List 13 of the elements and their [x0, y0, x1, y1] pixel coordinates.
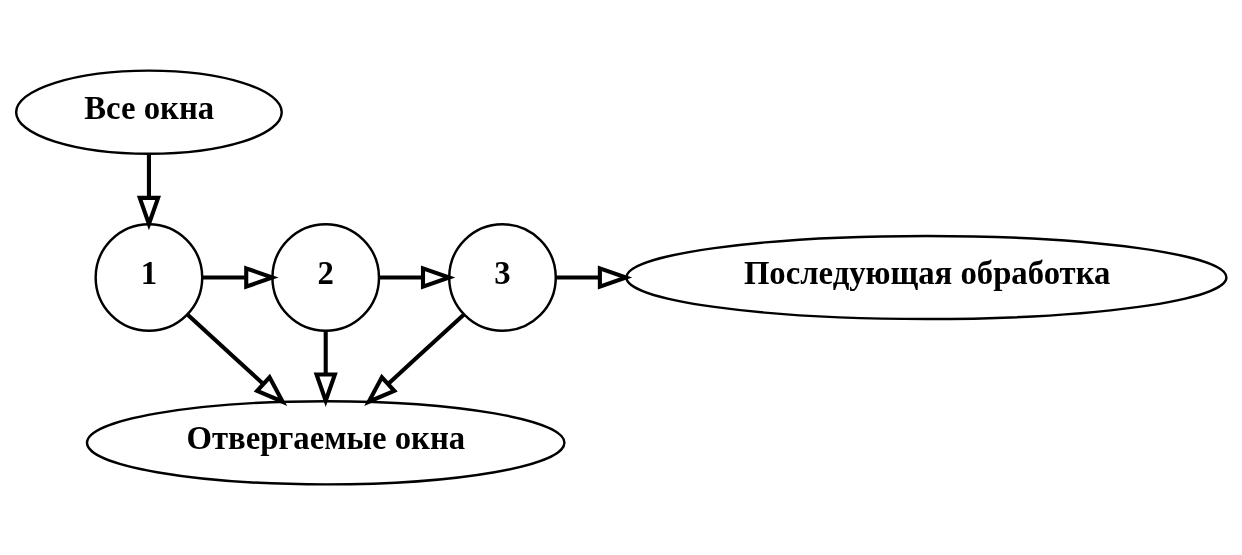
arrow: [186, 313, 288, 406]
arrow: [313, 330, 338, 407]
arrow: [136, 153, 161, 231]
arrow: [555, 265, 633, 290]
arrow: [202, 265, 279, 290]
node-ellipse: Все окна: [14, 69, 283, 156]
arrow: [364, 313, 466, 406]
node-circle: 1: [94, 223, 204, 332]
node-circle: 3: [447, 223, 557, 332]
arrow: [379, 265, 456, 290]
node-circle: 2: [271, 223, 381, 332]
node-ellipse: Отвергаемые окна: [85, 399, 566, 486]
node-ellipse: Последующая обработка: [625, 234, 1228, 321]
